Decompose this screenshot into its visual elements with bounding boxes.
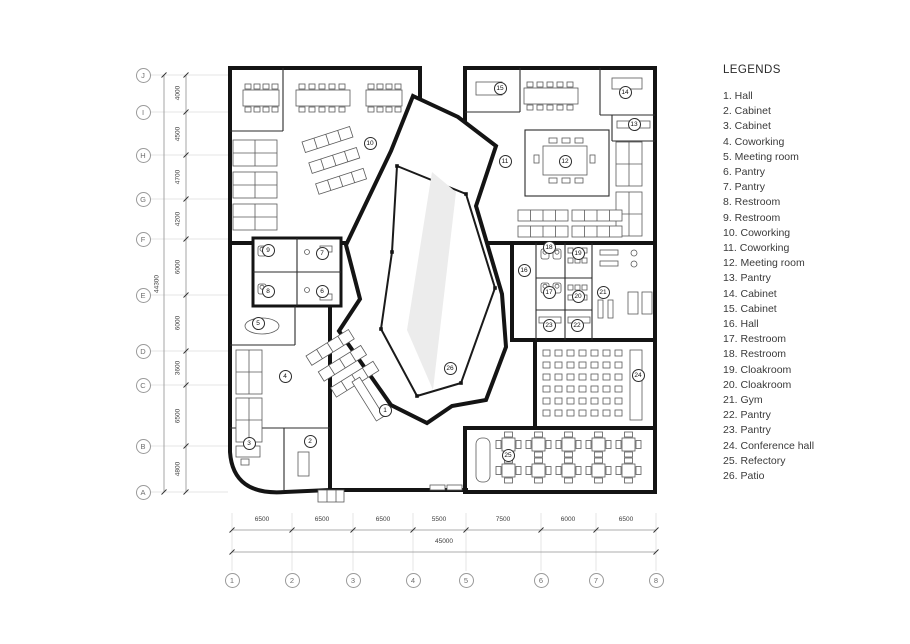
dim-left-segment: 4000 bbox=[174, 85, 182, 101]
dim-left-segment: 6000 bbox=[174, 315, 182, 331]
dim-bottom-segment: 6000 bbox=[560, 516, 576, 523]
legend-item: 18. Restroom bbox=[723, 348, 787, 361]
interior-walls bbox=[230, 68, 655, 490]
grid-row-marker-J: J bbox=[135, 67, 151, 83]
grid-col-marker-6: 6 bbox=[533, 572, 549, 588]
grid-row-marker-D: D bbox=[135, 343, 151, 359]
dim-bottom-segment: 6500 bbox=[375, 516, 391, 523]
legend-list: 1. Hall 2. Cabinet 3. Cabinet 4. Coworking 5… bbox=[723, 89, 814, 484]
legend-item: 26. Patio bbox=[723, 470, 765, 483]
legend-title: LEGENDS bbox=[723, 64, 781, 76]
room-label-10: 10 bbox=[363, 136, 377, 150]
dim-left-segment: 6500 bbox=[174, 408, 182, 424]
legend-item: 23. Pantry bbox=[723, 424, 771, 437]
grid-col-marker-1: 1 bbox=[224, 572, 240, 588]
legend-item: 22. Pantry bbox=[723, 409, 771, 422]
legend-item: 2. Cabinet bbox=[723, 105, 771, 118]
room-label-11: 11 bbox=[498, 154, 512, 168]
dim-bottom-segment: 6500 bbox=[618, 516, 634, 523]
room-label-25: 25 bbox=[501, 448, 515, 462]
dim-left-segment: 4700 bbox=[174, 169, 182, 185]
room-label-3: 3 bbox=[242, 436, 256, 450]
legend-item: 11. Coworking bbox=[723, 242, 790, 255]
room-label-21: 21 bbox=[596, 285, 610, 299]
patio-atrium bbox=[379, 164, 497, 398]
grid-row-marker-G: G bbox=[135, 191, 151, 207]
grid-row-marker-A: A bbox=[135, 484, 151, 500]
room-label-26: 26 bbox=[443, 361, 457, 375]
legend-item: 21. Gym bbox=[723, 394, 763, 407]
room-label-19: 19 bbox=[571, 246, 585, 260]
grid-col-marker-2: 2 bbox=[284, 572, 300, 588]
legend-item: 17. Restroom bbox=[723, 333, 787, 346]
grid-row-marker-E: E bbox=[135, 287, 151, 303]
room-label-13: 13 bbox=[627, 117, 641, 131]
legend-item: 12. Meeting room bbox=[723, 257, 805, 270]
legend-panel: LEGENDS 1. Hall 2. Cabinet 3. Cabinet 4. Co… bbox=[723, 64, 814, 484]
room-label-18: 18 bbox=[542, 240, 556, 254]
dim-bottom-segment: 6500 bbox=[314, 516, 330, 523]
legend-item: 8. Restroom bbox=[723, 196, 781, 209]
dim-left-segment: 4800 bbox=[174, 461, 182, 477]
grid-row-marker-C: C bbox=[135, 377, 151, 393]
room-label-6: 6 bbox=[315, 284, 329, 298]
room-label-2: 2 bbox=[303, 434, 317, 448]
room-label-23: 23 bbox=[542, 318, 556, 332]
dim-left-segment: 4500 bbox=[174, 126, 182, 142]
room-label-4: 4 bbox=[278, 369, 292, 383]
room-label-12: 12 bbox=[558, 154, 572, 168]
room-label-20: 20 bbox=[571, 289, 585, 303]
grid-and-dimension-lines bbox=[151, 72, 659, 571]
legend-item: 20. Cloakroom bbox=[723, 378, 792, 391]
legend-item: 3. Cabinet bbox=[723, 120, 771, 133]
grid-col-marker-3: 3 bbox=[345, 572, 361, 588]
grid-col-marker-8: 8 bbox=[648, 572, 664, 588]
room-label-16: 16 bbox=[517, 263, 531, 277]
dim-bottom-segment: 5500 bbox=[431, 516, 447, 523]
room-label-14: 14 bbox=[618, 85, 632, 99]
room-label-15: 15 bbox=[493, 81, 507, 95]
room-label-24: 24 bbox=[631, 368, 645, 382]
legend-item: 13. Pantry bbox=[723, 272, 771, 285]
grid-row-marker-H: H bbox=[135, 147, 151, 163]
grid-col-marker-4: 4 bbox=[405, 572, 421, 588]
room-label-7: 7 bbox=[315, 246, 329, 260]
room-label-5: 5 bbox=[251, 316, 265, 330]
legend-item: 15. Cabinet bbox=[723, 302, 777, 315]
room-label-22: 22 bbox=[570, 318, 584, 332]
legend-item: 16. Hall bbox=[723, 318, 759, 331]
legend-item: 7. Pantry bbox=[723, 181, 766, 194]
legend-item: 19. Cloakroom bbox=[723, 363, 792, 376]
room-label-1: 1 bbox=[378, 403, 392, 417]
dim-left-segment: 4200 bbox=[174, 211, 182, 227]
dim-bottom-segment: 6500 bbox=[254, 516, 270, 523]
legend-item: 5. Meeting room bbox=[723, 150, 799, 163]
grid-row-marker-F: F bbox=[135, 231, 151, 247]
room-label-17: 17 bbox=[542, 285, 556, 299]
furniture bbox=[232, 77, 653, 503]
dim-left-total: 44300 bbox=[153, 274, 161, 294]
legend-item: 25. Refectory bbox=[723, 454, 786, 467]
legend-item: 1. Hall bbox=[723, 90, 753, 102]
legend-item: 24. Conference hall bbox=[723, 439, 815, 452]
grid-col-marker-7: 7 bbox=[588, 572, 604, 588]
dim-left-segment: 6000 bbox=[174, 259, 182, 275]
grid-row-marker-I: I bbox=[135, 104, 151, 120]
legend-item: 6. Pantry bbox=[723, 166, 766, 179]
legend-item: 14. Cabinet bbox=[723, 287, 777, 300]
legend-item: 9. Restroom bbox=[723, 211, 781, 224]
dim-bottom-segment: 7500 bbox=[495, 516, 511, 523]
legend-item: 4. Coworking bbox=[723, 135, 785, 148]
room-label-9: 9 bbox=[261, 243, 275, 257]
dim-bottom-total: 45000 bbox=[434, 538, 454, 545]
dim-left-segment: 3600 bbox=[174, 360, 182, 376]
room-label-8: 8 bbox=[261, 284, 275, 298]
grid-row-marker-B: B bbox=[135, 438, 151, 454]
grid-col-marker-5: 5 bbox=[458, 572, 474, 588]
legend-item: 10. Coworking bbox=[723, 226, 791, 239]
patio-columns bbox=[379, 164, 497, 398]
